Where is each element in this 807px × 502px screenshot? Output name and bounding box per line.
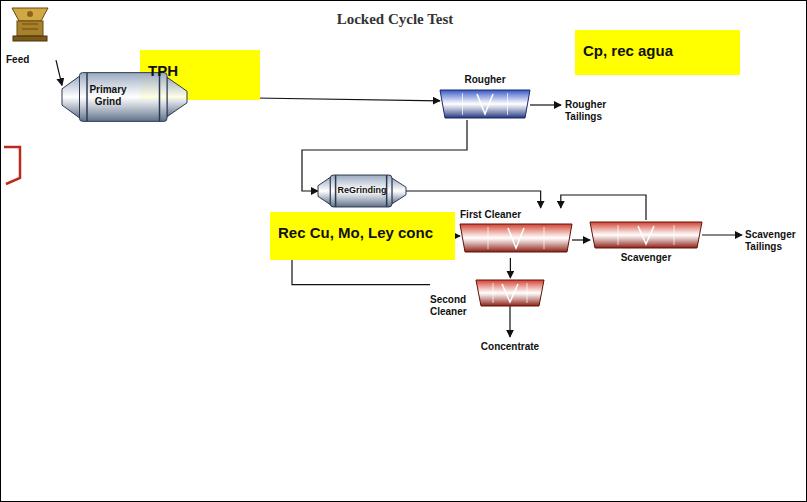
flow-connector [510,258,511,278]
note-box: Cp, rec agua [575,30,740,75]
unit-label: Scavenger [590,252,702,264]
unit-label: Feed [6,54,56,66]
flotation-cell: Rougher [440,72,530,120]
note-box: Rec Cu, Mo, Ley conc [270,212,455,260]
flotation-cell: Second Cleaner [430,278,545,322]
flow-connector [56,60,62,85]
red-bracket [4,147,20,184]
tailings-arrow [702,234,742,235]
crusher-icon [12,8,48,41]
flotation-cell: First Cleaner [460,208,572,258]
concentrate-arrow [509,306,510,337]
unit-label: Primary Grind [76,84,140,108]
flow-connector [572,239,590,240]
stream-label: Concentrate [478,341,542,353]
unit-label: Second Cleaner [430,294,474,318]
flow-connector [561,195,646,220]
mill-unit: ReGrinding [318,172,406,210]
unit-label: Rougher [440,74,530,86]
note-text: Cp, rec agua [575,30,740,72]
stream-label: Rougher Tailings [565,99,617,123]
flotation-cell: Scavenger [590,220,702,270]
tailings-arrow [530,104,561,105]
note-text: Rec Cu, Mo, Ley conc [270,212,455,254]
feed-unit: Feed [6,4,56,70]
stream-label: Scavenger Tailings [745,229,803,253]
flow-connector [406,191,541,208]
diagram-title: Locked Cycle Test [0,11,790,28]
unit-label: ReGrinding [324,185,400,196]
unit-label: First Cleaner [460,209,572,221]
note-text: TPH [140,50,260,92]
